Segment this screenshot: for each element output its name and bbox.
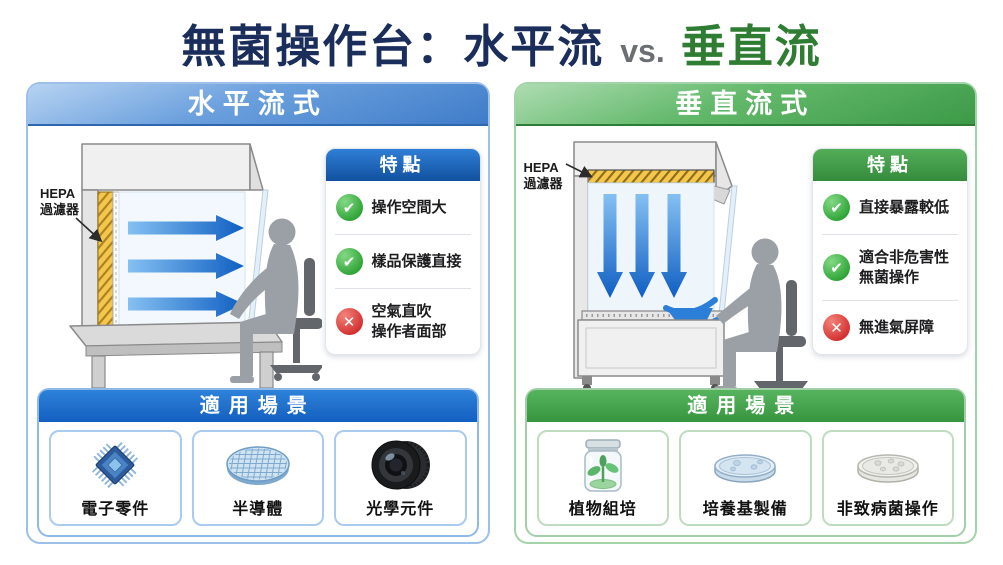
feature-item: ✔ 直接暴露較低 (813, 181, 967, 234)
microchip-icon (80, 436, 150, 494)
title-main: 無菌操作台：水平流 (181, 21, 605, 72)
feature-item: ✔ 適合非危害性 無菌操作 (813, 235, 967, 300)
features-title: 特點 (325, 149, 480, 181)
horizontal-flow-panel: 水平流式 HEPA 過濾器 (26, 82, 490, 544)
title-right: 垂直流 (680, 21, 822, 72)
vertical-flow-cabinet-illustration (565, 141, 808, 396)
scenario-card-optics: 光學元件 (334, 430, 467, 526)
hepa-filter-label: HEPA 過濾器 (40, 186, 80, 218)
camera-lens-icon (365, 436, 435, 494)
divider (822, 234, 958, 235)
features-box-horizontal: 特點 ✔ 操作空間大 ✔ 樣品保護直接 ✕ 空氣直吹 操作者面部 (324, 148, 481, 355)
check-icon: ✔ (335, 248, 363, 275)
cross-icon: ✕ (823, 314, 850, 341)
vertical-flow-panel: 垂直流式 HEPA 過濾器 (513, 82, 977, 544)
features-box-vertical: 特點 ✔ 直接暴露較低 ✔ 適合非危害性 無菌操作 ✕ 無進氣屏障 (812, 148, 968, 355)
check-icon: ✔ (823, 254, 850, 281)
feature-item: ✕ 無進氣屏障 (813, 301, 967, 354)
panel-header-horizontal: 水平流式 (28, 84, 488, 126)
scenarios-box-horizontal: 適用場景 (37, 388, 479, 537)
scenario-cards: 電子零件 (39, 422, 477, 535)
check-icon: ✔ (335, 194, 363, 221)
scenario-cards: 植物組培 (527, 422, 965, 535)
scenarios-title: 適用場景 (526, 390, 964, 422)
comparison-panels: 水平流式 HEPA 過濾器 (26, 82, 977, 544)
divider (334, 234, 471, 235)
scenarios-box-vertical: 適用場景 (524, 388, 966, 537)
scenario-card-semiconductor: 半導體 (191, 430, 324, 526)
horizontal-panel-body: HEPA 過濾器 (28, 126, 488, 544)
features-title: 特點 (813, 149, 967, 181)
page-title: 無菌操作台：水平流 vs. 垂直流 (0, 0, 1003, 76)
vertical-panel-body: HEPA 過濾器 (516, 126, 976, 544)
scenario-card-electronics: 電子零件 (49, 430, 182, 526)
scenario-card-nonpathogenic: 非致病菌操作 (821, 430, 954, 526)
title-vs: vs. (620, 33, 665, 69)
feature-item: ✕ 空氣直吹 操作者面部 (326, 289, 480, 354)
cross-icon: ✕ (335, 308, 363, 335)
colony-dish-icon (853, 436, 923, 494)
hepa-filter-label: HEPA 過濾器 (523, 160, 563, 192)
feature-item: ✔ 樣品保護直接 (326, 235, 480, 288)
divider (334, 288, 471, 289)
plant-jar-icon (568, 436, 638, 494)
horizontal-flow-cabinet-illustration (69, 143, 322, 393)
divider (822, 300, 958, 301)
wafer-icon (223, 436, 293, 494)
check-icon: ✔ (823, 194, 850, 221)
scenario-card-media-prep: 培養基製備 (679, 430, 812, 526)
feature-item: ✔ 操作空間大 (326, 181, 480, 234)
petri-dish-icon (710, 436, 780, 494)
panel-header-vertical: 垂直流式 (515, 84, 975, 126)
scenarios-title: 適用場景 (39, 390, 477, 422)
scenario-card-plant-culture: 植物組培 (536, 430, 669, 526)
